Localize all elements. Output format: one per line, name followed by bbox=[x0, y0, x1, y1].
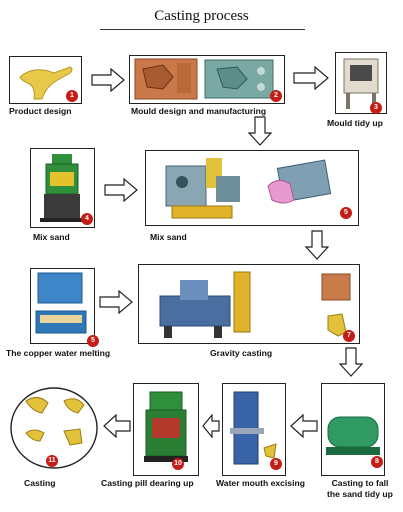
step-9-badge: 9 bbox=[270, 458, 282, 470]
arrow-2-to-3 bbox=[293, 66, 329, 90]
mould-images bbox=[134, 58, 274, 100]
arrow-7-down-to-8 bbox=[339, 347, 363, 377]
tidy-up-machine-image bbox=[343, 58, 379, 109]
step-8-label-line2: the sand tidy up bbox=[327, 489, 393, 499]
arrow-4-to-5 bbox=[104, 178, 138, 202]
step-10-label: Casting pill dearing up bbox=[101, 478, 194, 488]
casting-products-circle bbox=[10, 387, 98, 469]
arrow-1-to-2 bbox=[91, 68, 125, 92]
step-6-label: The copper water melting bbox=[6, 348, 111, 358]
step-3-badge: 3 bbox=[370, 102, 382, 114]
sand-core-mould-image bbox=[267, 159, 332, 204]
step-11-badge: 11 bbox=[46, 455, 58, 467]
sand-mixer-image bbox=[40, 154, 86, 222]
gravity-casting-machine-image bbox=[159, 271, 251, 338]
step-9-label: Water mouth excising bbox=[216, 478, 305, 488]
band-saw-image bbox=[230, 391, 277, 465]
arrow-6-to-7 bbox=[99, 290, 133, 314]
arrow-8-to-9 bbox=[290, 414, 318, 438]
step-7-badge: 7 bbox=[343, 330, 355, 342]
step-1-badge: 1 bbox=[66, 90, 78, 102]
step-8-label: Casting to fall bbox=[331, 478, 389, 488]
gravity-cast-parts-image bbox=[321, 273, 351, 337]
step-10-badge: 10 bbox=[172, 458, 184, 470]
arrow-9-to-10 bbox=[202, 414, 220, 438]
step-8-badge: 8 bbox=[371, 456, 383, 468]
step-4-label: Mix sand bbox=[33, 232, 70, 242]
step-6-badge: 5 bbox=[87, 335, 99, 347]
step-11-label: Casting bbox=[24, 478, 56, 488]
arrow-10-to-11 bbox=[103, 414, 131, 438]
step-7-label: Gravity casting bbox=[210, 348, 273, 358]
product-design-image bbox=[19, 66, 73, 100]
diagram-title: Casting process bbox=[154, 8, 249, 24]
shot-blasting-machine-image bbox=[144, 391, 188, 462]
step-2-badge: 2 bbox=[270, 90, 282, 102]
step-1-label: Product design bbox=[9, 106, 72, 116]
arrow-5-down-to-7 bbox=[305, 230, 329, 260]
sand-removal-drum-image bbox=[326, 416, 380, 455]
step-5-badge: 5 bbox=[340, 207, 352, 219]
arrow-2-down-to-5 bbox=[248, 116, 272, 146]
step-2-label: Mould design and manufacturing bbox=[131, 106, 267, 116]
core-shooter-image bbox=[165, 158, 240, 219]
step-3-label: Mould tidy up bbox=[327, 118, 383, 128]
step-5-label: Mix sand bbox=[150, 232, 187, 242]
title-underline bbox=[100, 29, 305, 30]
melting-furnace-image bbox=[35, 272, 87, 334]
step-4-badge: 4 bbox=[81, 213, 93, 225]
